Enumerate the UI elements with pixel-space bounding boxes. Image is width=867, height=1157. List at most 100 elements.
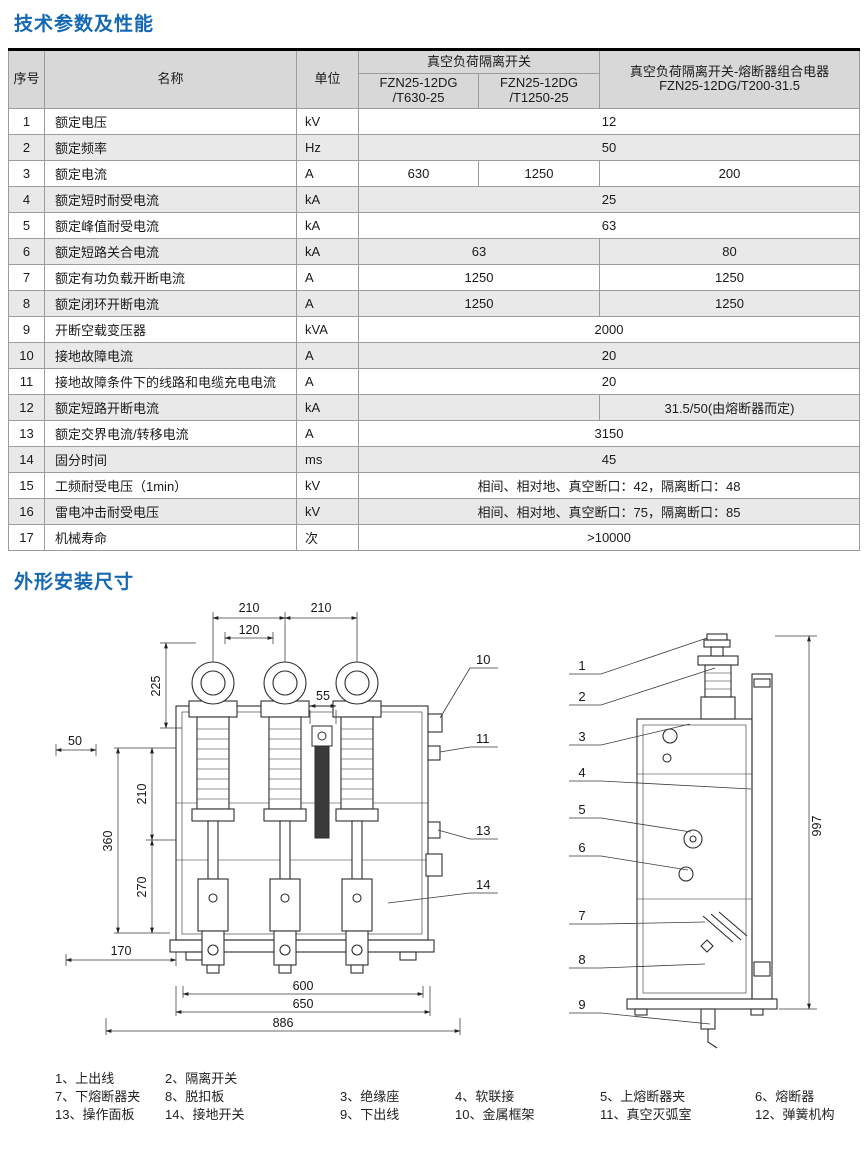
row-value-cell: 630 <box>358 159 479 187</box>
front-callout-leaders <box>387 667 498 904</box>
callout-13: 13 <box>476 823 490 838</box>
row-value-cell: 25 <box>357 185 861 213</box>
row-name-cell: 额定短路关合电流 <box>44 237 297 265</box>
dimension-drawings: 210 210 120 225 55 50 210 360 270 170 60… <box>48 598 867 1060</box>
row-no-cell: 12 <box>8 393 45 421</box>
row-unit-cell: Hz <box>296 133 359 161</box>
row-name-cell: 额定短时耐受电流 <box>44 185 297 213</box>
legend-item: 10、金属框架 <box>455 1106 535 1122</box>
row-name-cell: 额定短路开断电流 <box>44 393 297 421</box>
row-value-cell <box>357 393 601 421</box>
row-unit-cell: ms <box>296 445 359 473</box>
row-no-cell: 8 <box>8 289 45 317</box>
legend-item: 6、熔断器 <box>755 1088 815 1104</box>
row-unit-cell: kV <box>296 107 359 135</box>
row-unit-cell: A <box>296 419 359 447</box>
callout-1: 1 <box>578 658 585 673</box>
row-value-cell: 1250 <box>357 289 601 317</box>
row-name-cell: 额定电流 <box>44 159 297 187</box>
callout-5: 5 <box>578 802 585 817</box>
row-value-cell: 63 <box>357 237 601 265</box>
row-no-cell: 17 <box>8 523 45 551</box>
row-unit-cell: kA <box>296 211 359 239</box>
dim-left-360: 360 <box>101 830 115 851</box>
callout-8: 8 <box>578 952 585 967</box>
row-unit-cell: kA <box>296 237 359 265</box>
row-name-cell: 接地故障条件下的线路和电缆充电电流 <box>44 367 297 395</box>
col-header-model-630: FZN25-12DG /T630-25 <box>358 73 479 109</box>
row-name-cell: 额定闭环开断电流 <box>44 289 297 317</box>
row-value-cell: >10000 <box>357 523 861 551</box>
legend-item: 4、软联接 <box>455 1088 515 1104</box>
combo-header-line2: FZN25-12DG/T200-31.5 <box>659 78 800 94</box>
row-no-cell: 1 <box>8 107 45 135</box>
legend-item: 14、接地开关 <box>165 1106 245 1122</box>
row-no-cell: 2 <box>8 133 45 161</box>
row-name-cell: 接地故障电流 <box>44 341 297 369</box>
front-dimension-lines <box>55 611 461 1035</box>
row-value-cell: 20 <box>357 367 861 395</box>
combo-header-line1: 真空负荷隔离开关-熔断器组合电器 <box>629 63 830 79</box>
callout-3: 3 <box>578 729 585 744</box>
legend-item: 5、上熔断器夹 <box>600 1088 686 1104</box>
row-name-cell: 额定峰值耐受电流 <box>44 211 297 239</box>
row-name-cell: 开断空载变压器 <box>44 315 297 343</box>
row-name-cell: 机械寿命 <box>44 523 297 551</box>
row-value-cell: 1250 <box>599 263 861 291</box>
legend-item: 8、脱扣板 <box>165 1088 225 1104</box>
row-value-cell: 45 <box>357 445 861 473</box>
row-name-cell: 工频耐受电压（1min） <box>44 471 297 499</box>
row-value-cell: 2000 <box>357 315 861 343</box>
callout-2: 2 <box>578 689 585 704</box>
dim-top-210-a: 210 <box>239 601 260 615</box>
legend-item: 2、隔离开关 <box>165 1070 238 1086</box>
row-no-cell: 3 <box>8 159 45 187</box>
row-name-cell: 固分时间 <box>44 445 297 473</box>
row-name-cell: 雷电冲击耐受电压 <box>44 497 297 525</box>
row-value-cell: 80 <box>599 237 861 265</box>
legend-item: 11、真空灭弧室 <box>600 1106 692 1122</box>
row-value-cell: 相间、相对地、真空断口：75，隔离断口：85 <box>357 497 861 525</box>
row-name-cell: 额定频率 <box>44 133 297 161</box>
row-unit-cell: 次 <box>296 523 359 551</box>
row-name-cell: 额定电压 <box>44 107 297 135</box>
row-value-cell: 50 <box>357 133 861 161</box>
col-header-model-1250: FZN25-12DG /T1250-25 <box>477 73 601 109</box>
row-unit-cell: kA <box>296 393 359 421</box>
callout-9: 9 <box>578 997 585 1012</box>
spec-table: 序号 名称 单位 真空负荷隔离开关 真空负荷隔离开关-熔断器组合电器 FZN25… <box>8 48 861 551</box>
row-name-cell: 额定有功负载开断电流 <box>44 263 297 291</box>
row-no-cell: 5 <box>8 211 45 239</box>
row-value-cell: 200 <box>599 159 861 187</box>
legend-item: 3、绝缘座 <box>340 1088 400 1104</box>
dim-top-120: 120 <box>239 623 260 637</box>
row-unit-cell: A <box>296 159 359 187</box>
col-header-name: 名称 <box>44 49 297 109</box>
legend-empty <box>340 1070 455 1088</box>
row-unit-cell: kV <box>296 497 359 525</box>
row-value-cell: 12 <box>357 107 861 135</box>
section-title-dimensions: 外形安装尺寸 <box>14 571 135 593</box>
row-value-cell: 1250 <box>477 159 601 187</box>
side-dimension-lines <box>775 635 817 1010</box>
row-value-cell: 1250 <box>599 289 861 317</box>
callout-6: 6 <box>578 840 585 855</box>
row-value-cell: 20 <box>357 341 861 369</box>
section-title-specs: 技术参数及性能 <box>14 14 155 35</box>
legend-item: 9、下出线 <box>340 1106 400 1122</box>
row-unit-cell: A <box>296 263 359 291</box>
row-unit-cell: kV <box>296 471 359 499</box>
dim-height-997: 997 <box>810 815 824 836</box>
row-value-cell: 31.5/50(由熔断器而定) <box>599 393 861 421</box>
